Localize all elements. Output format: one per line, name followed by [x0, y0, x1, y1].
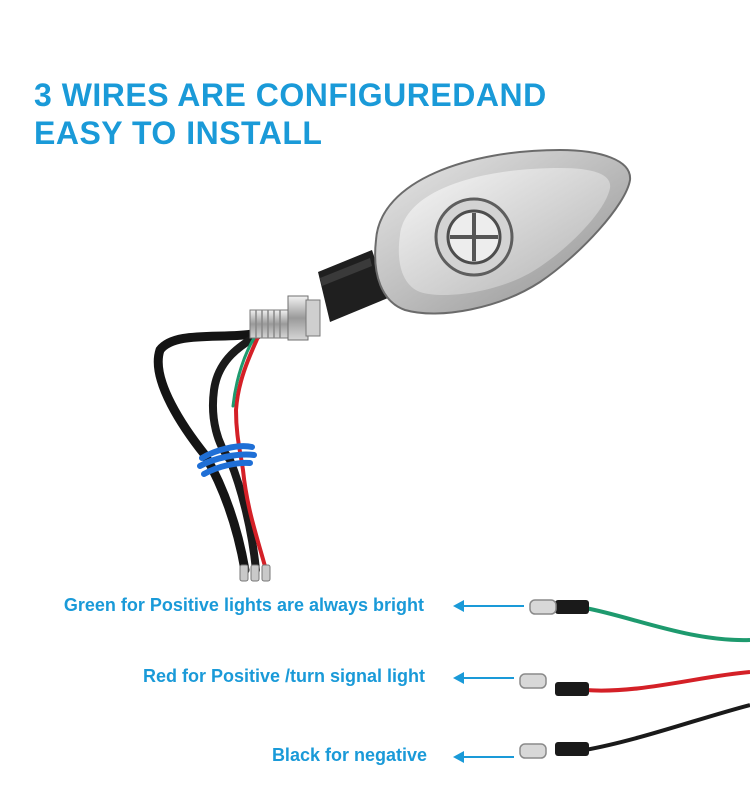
red-wire-label: Red for Positive /turn signal light: [142, 666, 425, 686]
red-wire-arrow: [453, 672, 514, 684]
green-wire: [584, 606, 750, 643]
black-stem: [318, 250, 388, 322]
headline: 3 WIRES ARE CONFIGUREDAND EASY TO INSTAL…: [34, 76, 547, 152]
wire-leads: [519, 599, 750, 759]
black-wire-label: Black for negative: [271, 745, 427, 765]
green-wire-arrow: [453, 600, 524, 612]
green-wire-label: Green for Positive lights are always bri…: [63, 595, 424, 615]
red-wire: [584, 670, 750, 693]
lens-center: [434, 197, 514, 277]
black-wire: [584, 703, 750, 752]
black-wire-arrow: [453, 751, 514, 763]
wire-bundle: [153, 328, 271, 582]
headline-line-1: 3 WIRES ARE CONFIGUREDAND: [34, 77, 547, 113]
mounting-bolt: [249, 295, 321, 341]
headline-line-2: EASY TO INSTALL: [34, 115, 323, 151]
